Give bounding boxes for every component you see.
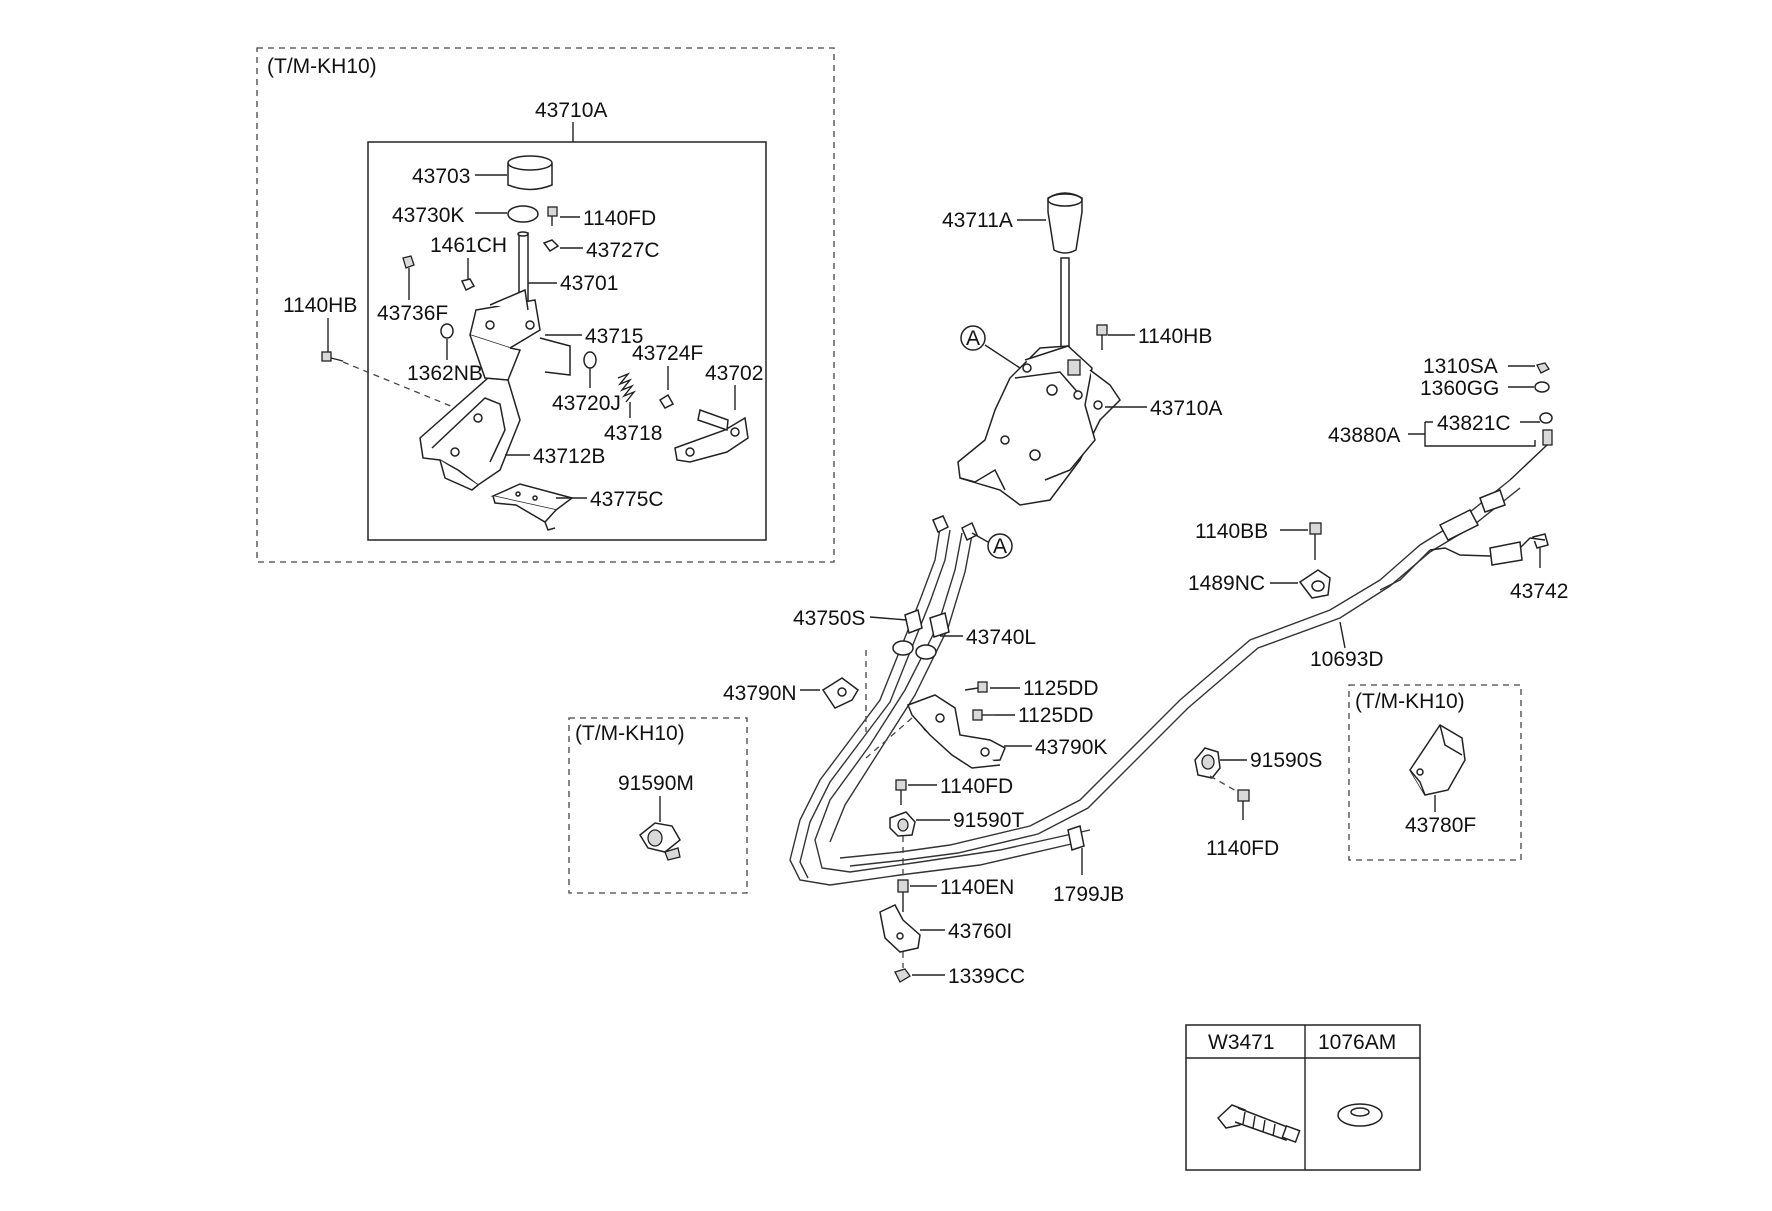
label-1140HB-a: 1140HB	[283, 294, 357, 317]
washer-43724F	[658, 393, 675, 409]
label-43718: 43718	[604, 422, 662, 445]
link-43702	[674, 409, 749, 463]
shifter-assembly-box	[367, 141, 767, 541]
label-43742: 43742	[1510, 580, 1568, 603]
bolt-1140FD-b	[895, 779, 907, 805]
label-1360GG: 1360GG	[1420, 377, 1499, 400]
label-1140FD-b: 1140FD	[940, 775, 1013, 798]
ring-part	[507, 205, 539, 223]
clip-91590M	[639, 822, 681, 861]
label-1140EN: 1140EN	[940, 876, 1014, 899]
bolt-1125DD-b	[972, 709, 995, 721]
label-43703: 43703	[412, 165, 470, 188]
label-1125DD-b: 1125DD	[1018, 704, 1094, 727]
label-1140FD-c: 1140FD	[1206, 837, 1279, 860]
label-1310SA: 1310SA	[1423, 355, 1498, 378]
parts-table	[1185, 1024, 1421, 1171]
nut-1310SA	[1536, 362, 1550, 374]
washer-1362NB	[440, 323, 454, 339]
ring-43720J	[583, 351, 597, 369]
ref-a-circle-2	[987, 533, 1013, 559]
bracket-43775C	[490, 483, 574, 531]
bolt-1140HB-a	[321, 351, 344, 362]
label-91590T: 91590T	[953, 809, 1024, 832]
washer-1076AM	[1337, 1103, 1383, 1127]
label-43775C: 43775C	[590, 488, 664, 511]
label-43720J: 43720J	[552, 392, 621, 415]
label-43710A-b: 43710A	[1150, 397, 1222, 420]
bolt-1140FD-a	[547, 206, 558, 226]
tm-kh10-main-box	[256, 47, 835, 563]
cable-end-43742	[1532, 533, 1549, 568]
label-43736F: 43736F	[377, 302, 448, 325]
bracket-43790K	[906, 694, 1006, 769]
label-43821C: 43821C	[1437, 412, 1511, 435]
label-43702: 43702	[705, 362, 763, 385]
cables-43750S-43740L	[789, 515, 1091, 886]
label-43740L: 43740L	[966, 626, 1036, 649]
label-43715: 43715	[585, 325, 643, 348]
label-1461CH: 1461CH	[430, 234, 507, 257]
clip-43790N	[821, 677, 859, 709]
label-91590M: 91590M	[618, 772, 694, 795]
clip-1489NC	[1298, 569, 1331, 599]
clip-1799JB	[1067, 825, 1085, 851]
bolt-1140EN	[897, 879, 909, 912]
automatic-shifter-43710A	[957, 257, 1121, 506]
bolt-1140HB-b	[1096, 324, 1108, 350]
label-1140FD-a: 1140FD	[583, 207, 656, 230]
cable-10693D	[839, 479, 1546, 867]
label-1362NB: 1362NB	[407, 362, 483, 385]
label-1125DD-a: 1125DD	[1023, 677, 1099, 700]
bolt-1140FD-c	[1237, 789, 1250, 820]
shift-knob-43711A	[1047, 192, 1083, 254]
tm-kh10-bracket-label: (T/M-KH10)	[1355, 690, 1465, 713]
clip-91590T	[889, 811, 916, 837]
label-43711A: 43711A	[942, 209, 1013, 232]
label-91590S: 91590S	[1250, 749, 1322, 772]
w3471-tool-part	[1216, 1104, 1301, 1143]
label-43790K: 43790K	[1035, 736, 1107, 759]
label-43880A: 43880A	[1328, 424, 1400, 447]
tm-kh10-clip-box	[568, 717, 748, 894]
spring-43718	[617, 372, 637, 403]
bolt-1140BB	[1309, 522, 1322, 560]
table-col-1076am: 1076AM	[1318, 1031, 1396, 1054]
cable-end-43821C	[1509, 412, 1553, 481]
clip-91590S	[1194, 747, 1221, 779]
label-1140BB: 1140BB	[1195, 520, 1268, 543]
label-43760I: 43760I	[948, 920, 1012, 943]
table-col-w3471: W3471	[1208, 1031, 1275, 1054]
washer-1360GG	[1534, 381, 1550, 393]
boot-part	[507, 155, 553, 191]
nut-43727C	[542, 239, 560, 253]
bracket-43760I	[879, 904, 921, 953]
tm-kh10-main-label: (T/M-KH10)	[267, 55, 377, 78]
label-43724F: 43724F	[632, 342, 703, 365]
label-43750S: 43750S	[793, 607, 865, 630]
label-1140HB-b: 1140HB	[1138, 325, 1212, 348]
shifter-base-43712B	[419, 288, 571, 491]
label-43701: 43701	[560, 272, 618, 295]
bracket-43780F	[1409, 723, 1466, 796]
ref-a-circle-1	[960, 325, 986, 351]
label-10693D: 10693D	[1310, 648, 1384, 671]
ref-a-2: A	[993, 535, 1007, 558]
label-1799JB: 1799JB	[1053, 883, 1124, 906]
label-43790N: 43790N	[723, 682, 797, 705]
clip-43736F	[402, 255, 415, 269]
label-43712B: 43712B	[533, 445, 605, 468]
label-43730K: 43730K	[392, 204, 464, 227]
label-43780F: 43780F	[1405, 814, 1476, 837]
label-1339CC: 1339CC	[948, 965, 1025, 988]
label-43710A-top: 43710A	[535, 99, 607, 122]
nut-1339CC	[894, 968, 911, 983]
ref-a-1: A	[966, 327, 980, 350]
tm-kh10-clip-label: (T/M-KH10)	[575, 722, 685, 745]
label-1489NC: 1489NC	[1188, 572, 1265, 595]
tm-kh10-bracket-box	[1348, 684, 1522, 861]
label-43727C: 43727C	[586, 239, 660, 262]
bolt-1125DD-a	[964, 681, 988, 693]
